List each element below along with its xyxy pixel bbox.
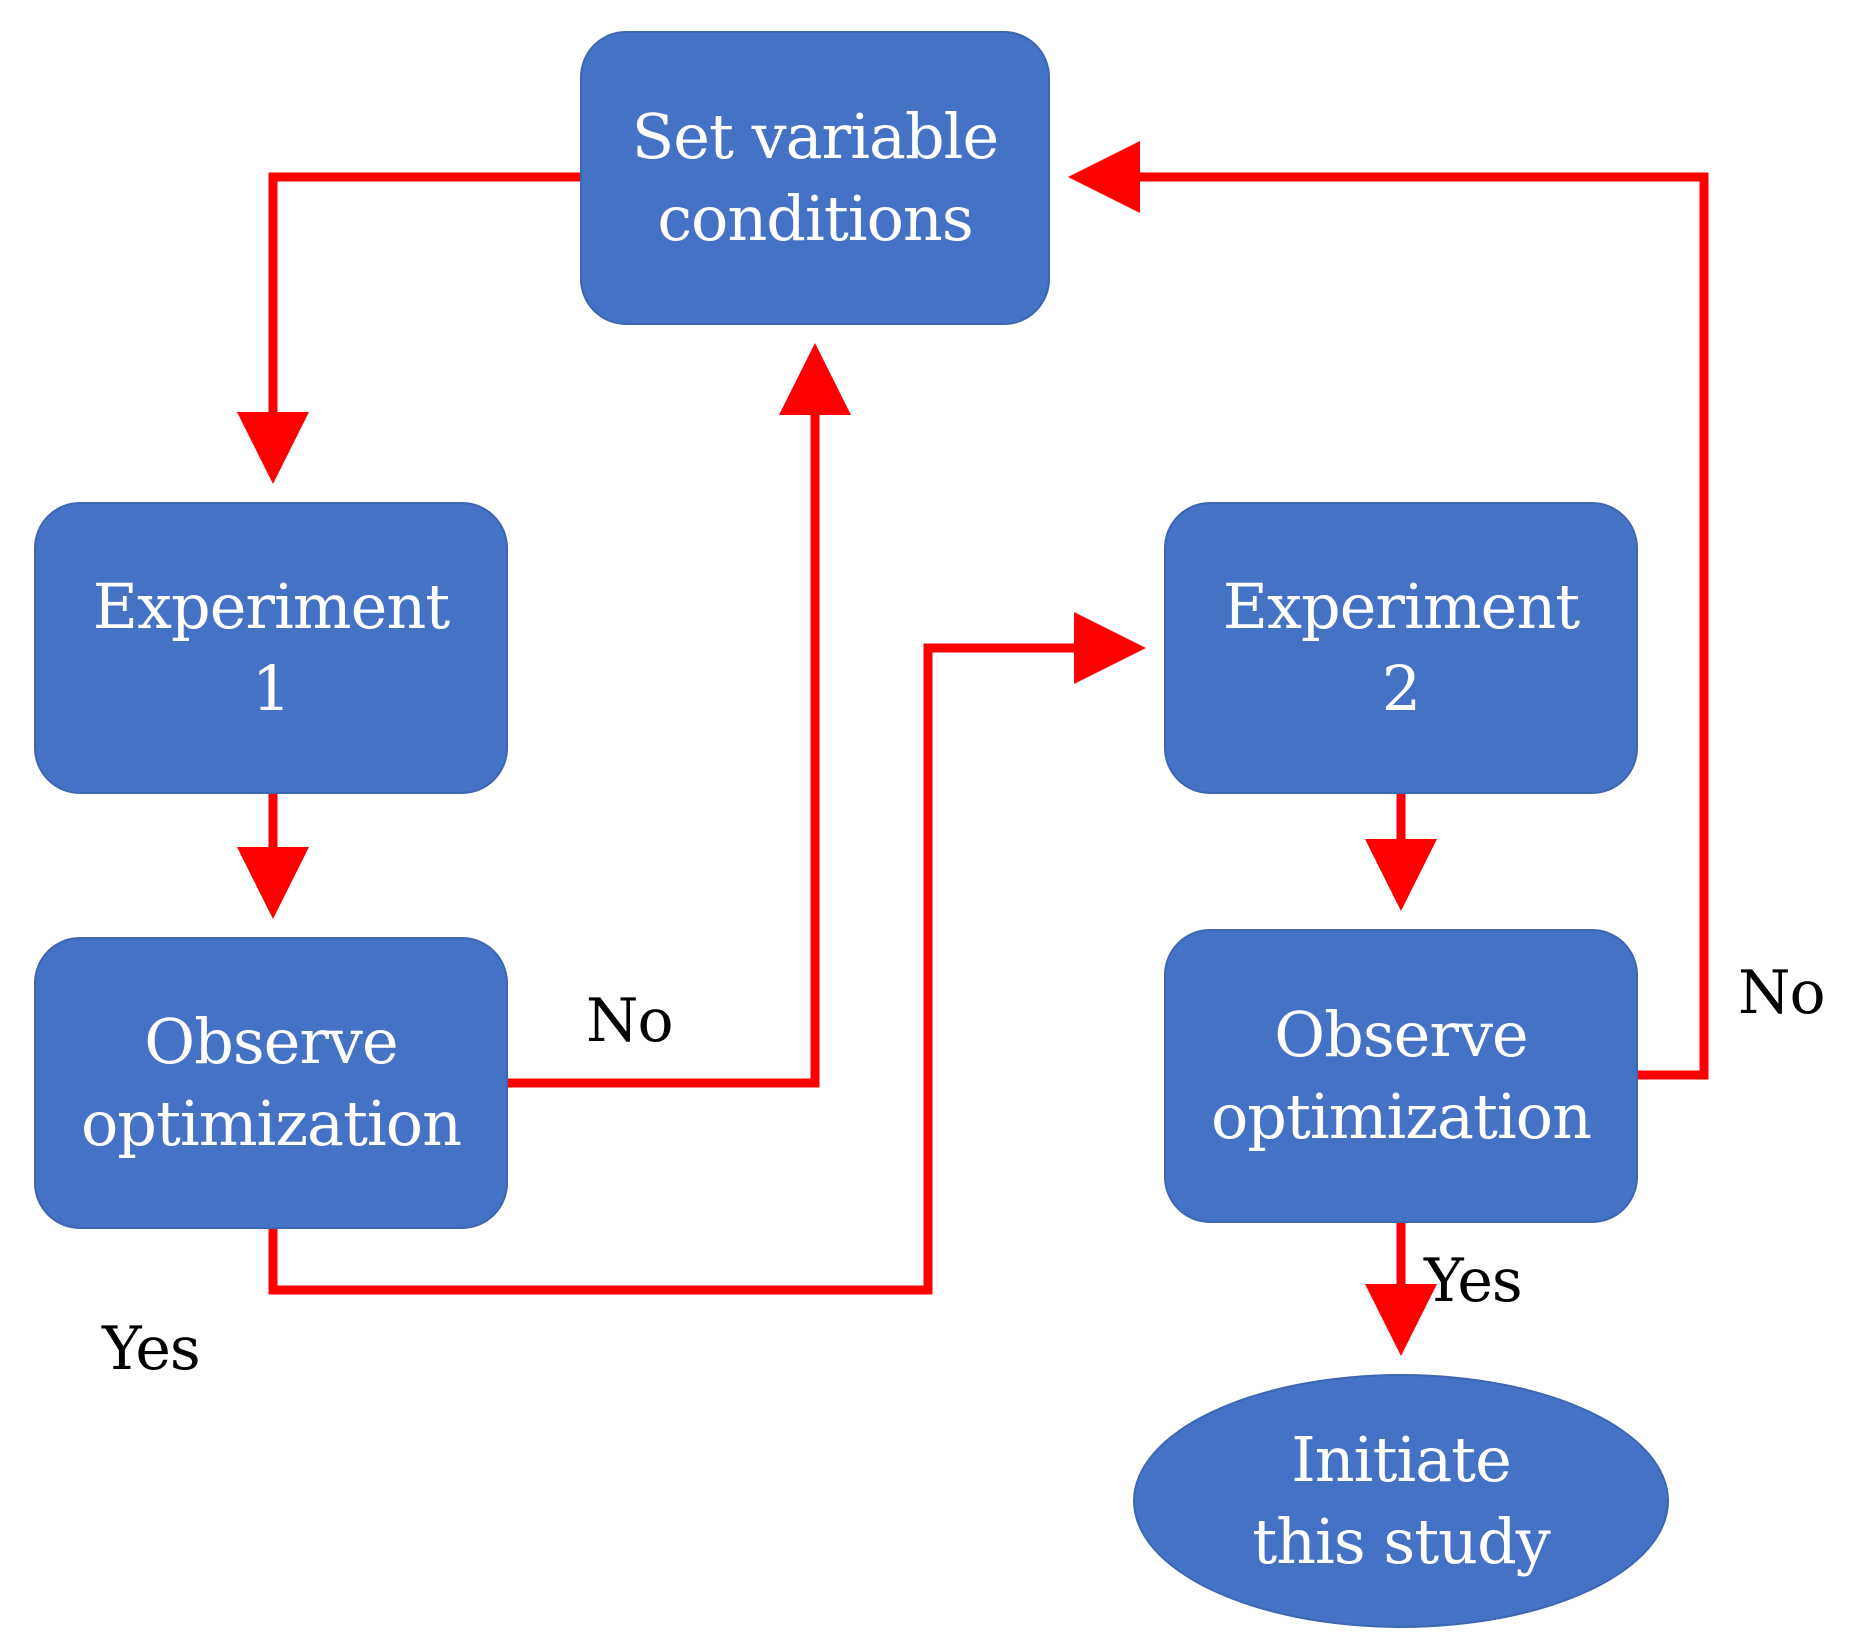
arrow-set-to-experiment1: [237, 172, 580, 484]
observe-optimization-1-node: Observe optimization: [34, 937, 508, 1229]
experiment-1-line2: 1: [251, 652, 291, 725]
experiment-1-node: Experiment 1: [34, 502, 508, 794]
observe-optimization-1-line1: Observe: [144, 1005, 398, 1078]
edge-label-no-observe2: No: [1738, 958, 1826, 1028]
edge-label-no-observe1: No: [586, 986, 674, 1056]
edge-label-yes-observe2: Yes: [1424, 1246, 1523, 1316]
arrow-observe2-no-to-set: [1068, 141, 1709, 1080]
initiate-this-study-line1: Initiate: [1291, 1423, 1512, 1496]
edge-label-yes-observe1: Yes: [102, 1314, 201, 1384]
observe-optimization-2-line2: optimization: [1210, 1080, 1592, 1153]
experiment-2-line1: Experiment: [1222, 570, 1580, 643]
observe-optimization-1-line2: optimization: [80, 1087, 462, 1160]
arrow-observe1-yes-to-experiment2: [268, 612, 1146, 1295]
experiment-2-line2: 2: [1381, 652, 1421, 725]
set-variable-conditions-line2: conditions: [657, 182, 973, 255]
arrow-observe1-no-to-set: [508, 343, 851, 1088]
initiate-this-study-node: Initiate this study: [1133, 1374, 1669, 1628]
set-variable-conditions-node: Set variable conditions: [580, 31, 1050, 325]
initiate-this-study-line2: this study: [1252, 1505, 1551, 1578]
observe-optimization-2-line1: Observe: [1274, 998, 1528, 1071]
experiment-1-line1: Experiment: [92, 570, 450, 643]
set-variable-conditions-line1: Set variable: [631, 100, 999, 173]
observe-optimization-2-node: Observe optimization: [1164, 929, 1638, 1223]
experiment-2-node: Experiment 2: [1164, 502, 1638, 794]
